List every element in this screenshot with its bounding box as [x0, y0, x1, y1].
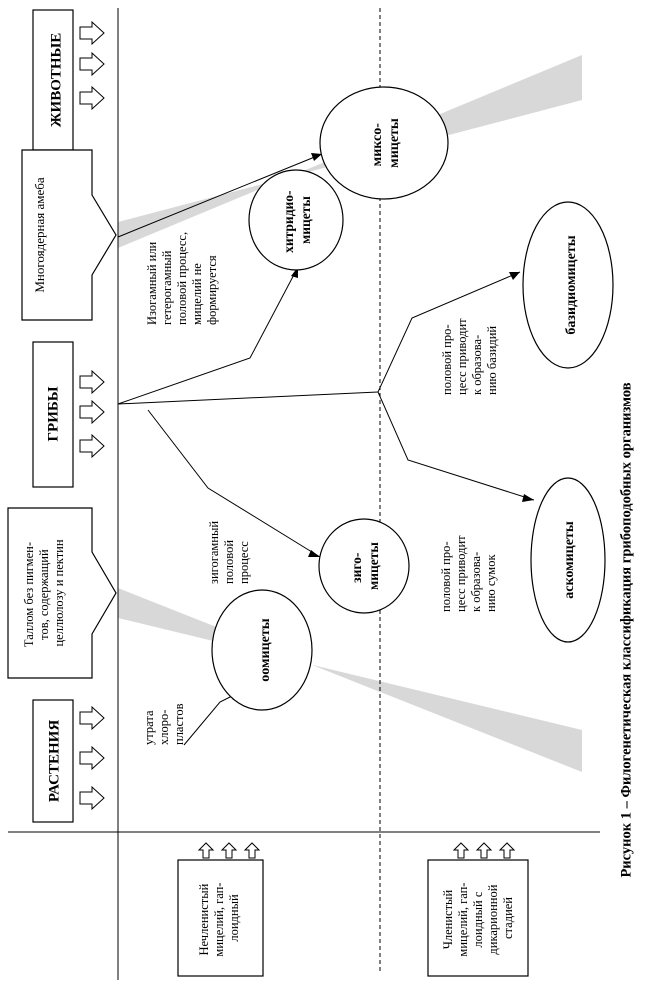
up-arrow-icon — [498, 842, 516, 859]
arrow-icon — [79, 51, 105, 77]
up-arrow-icon — [197, 842, 215, 859]
plants-arrows — [79, 705, 105, 811]
thallus-label: Таллом без пигмен- тов, содержащий целлю… — [22, 539, 66, 647]
branch-to-asco-line — [377, 391, 535, 501]
chytridiomycetes-label: хитридио- мицеты — [281, 187, 313, 253]
arrow-icon — [79, 399, 105, 425]
arrow-icon — [79, 20, 105, 46]
septate-label: Членистый мицелий, гап- лоидный с дикари… — [441, 879, 515, 956]
thallus-arrow-box — [7, 507, 117, 679]
oomycetes-label: оомицеты — [258, 618, 273, 681]
septate-box — [427, 859, 529, 977]
myxomycetes-label: миксо- мицеты — [370, 118, 402, 168]
basidiomycetes-label: базидиомицеты — [564, 235, 579, 334]
animals-label: ЖИВОТНЫЕ — [48, 33, 64, 128]
nonseptate-label: Нечленистый мицелий, гап- лоидный — [197, 879, 241, 956]
amoeba-to-myxomycetes-line — [117, 153, 323, 238]
plants-label: РАСТЕНИЯ — [46, 720, 62, 803]
lower-gray-band — [118, 588, 582, 772]
zygogamous-note: зигогамный половой процесс — [207, 518, 251, 584]
zygomycetes-oval — [318, 518, 410, 614]
fungi-arrows — [79, 369, 105, 459]
amoeba-label: Многоядерная амеба — [32, 177, 47, 292]
arrowhead-icon — [509, 272, 520, 280]
fungi-label: ГРИБЫ — [45, 386, 61, 441]
arrow-icon — [79, 705, 105, 731]
arrowhead-icon — [522, 494, 534, 502]
oomycetes-oval — [211, 589, 313, 711]
zygomycetes-label: зиго- мицеты — [349, 542, 381, 590]
arrowhead-icon — [311, 153, 322, 161]
up-arrow-icon — [452, 842, 470, 859]
septate-arrows — [452, 842, 516, 859]
animals-box — [32, 9, 74, 151]
chloroplast-loss-note: утрата хлоро- пластов — [142, 703, 186, 745]
arrow-icon — [79, 785, 105, 811]
to-oomycetes-line — [183, 691, 241, 746]
arrow-icon — [79, 369, 105, 395]
asci-note: половой про- цесс приводит к образова- н… — [439, 532, 498, 612]
up-arrow-icon — [243, 842, 261, 859]
arrowhead-icon — [308, 550, 320, 557]
fungi-box — [32, 341, 74, 488]
nonseptate-arrows — [197, 842, 261, 859]
arrow-icon — [79, 433, 105, 459]
plants-box — [32, 699, 74, 823]
up-arrow-icon — [220, 842, 238, 859]
nonseptate-box — [177, 859, 264, 977]
myxomycetes-oval — [319, 86, 449, 200]
amoeba-arrow-box — [21, 149, 117, 321]
arrow-icon — [79, 85, 105, 111]
branch-to-basidio-line — [377, 271, 521, 393]
ascomycetes-label: аскомицеты — [562, 521, 577, 599]
up-arrow-icon — [475, 842, 493, 859]
basidia-note: половой про- цесс приводит к образова- н… — [440, 315, 499, 395]
fungi-to-zygo-line — [117, 391, 379, 405]
ascomycetes-oval — [530, 477, 606, 643]
animals-arrows — [79, 20, 105, 111]
figure-caption: Рисунок 1 – Филогенетическая классификац… — [618, 382, 634, 877]
fungi-to-zygomycetes-line — [147, 409, 321, 558]
fungi-to-chytridio-line — [117, 266, 299, 405]
arrow-icon — [79, 745, 105, 771]
basidiomycetes-oval — [522, 201, 614, 369]
isogamous-note: Изогамный или гетерогамный половой проце… — [145, 229, 219, 325]
chytridiomycetes-oval — [248, 169, 344, 271]
